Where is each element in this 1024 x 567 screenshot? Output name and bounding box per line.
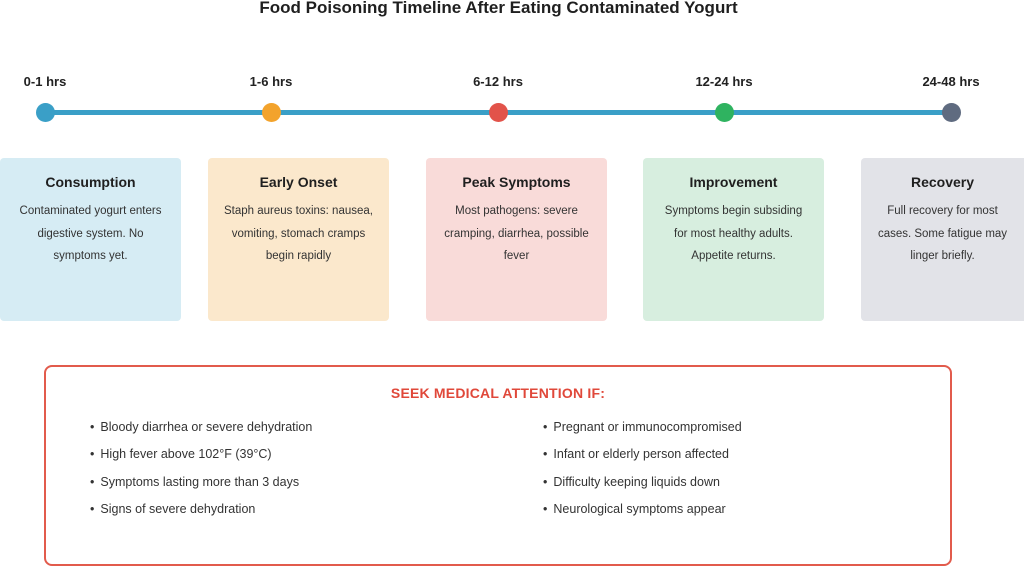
alert-list-item: Signs of severe dehydration [90, 499, 312, 526]
stage-card: Early Onset Staph aureus toxins: nausea,… [208, 158, 389, 321]
stage-card-description: Most pathogens: severe cramping, diarrhe… [444, 205, 589, 262]
alert-list-item: High fever above 102°F (39°C) [90, 444, 312, 471]
stage-marker-dot [488, 103, 508, 122]
alert-list-item: Pregnant or immunocompromised [543, 417, 741, 444]
stage-card-description: Symptoms begin subsiding for most health… [664, 205, 803, 262]
stage-time-label: 12-24 hrs [695, 74, 753, 89]
alert-list-item: Infant or elderly person affected [543, 444, 742, 471]
stage-card-title: Improvement [689, 174, 778, 190]
alert-list-left: Bloody diarrhea or severe dehydration Hi… [90, 417, 312, 526]
alert-list-right: Pregnant or immunocompromised Infant or … [543, 417, 742, 526]
alert-list-item: Symptoms lasting more than 3 days [90, 472, 312, 499]
stage-card-description: Staph aureus toxins: nausea, vomiting, s… [224, 205, 373, 262]
alert-title: SEEK MEDICAL ATTENTION IF: [390, 385, 606, 401]
alert-list-item: Neurological symptoms appear [543, 499, 742, 526]
page-title: Food Poisoning Timeline After Eating Con… [259, 0, 738, 17]
stage-card-description: Contaminated yogurt enters digestive sys… [19, 205, 162, 262]
stage-card-description: Full recovery for most cases. Some fatig… [877, 205, 1008, 262]
stage-marker-dot [35, 103, 55, 122]
alert-list-item: Bloody diarrhea or severe dehydration [90, 417, 312, 444]
stage-time-label: 24-48 hrs [922, 74, 980, 89]
stage-card: Consumption Contaminated yogurt enters d… [0, 158, 181, 321]
stage-card-title: Consumption [45, 174, 136, 190]
stage-time-label: 0-1 hrs [23, 74, 67, 89]
stage-marker-dot [261, 103, 281, 122]
stage-card: Peak Symptoms Most pathogens: severe cra… [426, 158, 607, 321]
stage-card-title: Early Onset [259, 174, 338, 190]
stage-card: Recovery Full recovery for most cases. S… [861, 158, 1024, 321]
stage-time-label: 1-6 hrs [249, 74, 293, 89]
alert-list-item: Difficulty keeping liquids down [543, 472, 742, 499]
stage-time-label: 6-12 hrs [473, 74, 523, 89]
stage-card-title: Peak Symptoms [462, 174, 571, 190]
stage-card-title: Recovery [910, 174, 975, 190]
medical-alert-box: SEEK MEDICAL ATTENTION IF: Bloody diarrh… [44, 365, 952, 566]
stage-marker-dot [714, 103, 734, 122]
stage-card: Improvement Symptoms begin subsiding for… [643, 158, 824, 321]
stage-marker-dot [941, 103, 961, 122]
